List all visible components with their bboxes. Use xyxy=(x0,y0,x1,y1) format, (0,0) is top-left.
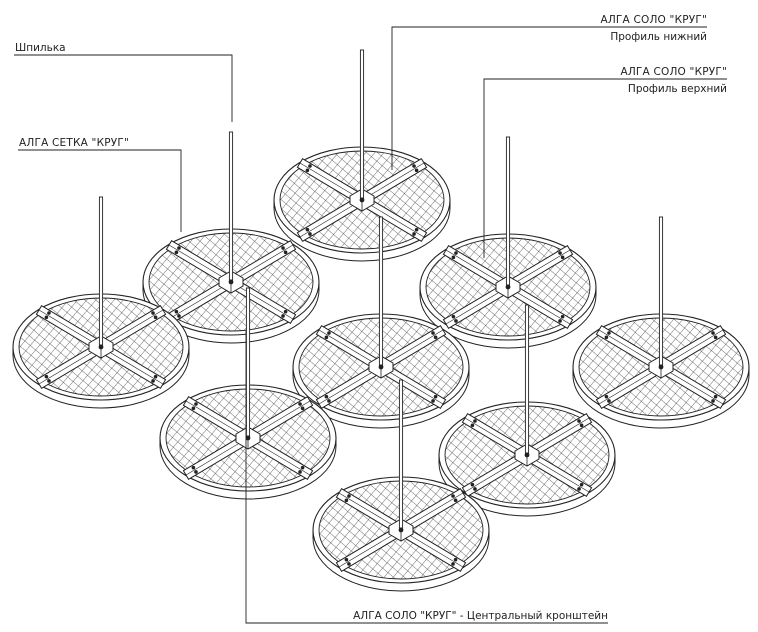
stud-rod xyxy=(398,379,404,529)
round-panel xyxy=(292,216,470,429)
stud-rod xyxy=(98,196,104,346)
leader-lines xyxy=(14,26,727,624)
leader-center-bracket xyxy=(245,330,608,624)
label-upper-profile-type: Профиль верхний xyxy=(628,83,727,95)
label-stud: Шпилька xyxy=(15,42,66,54)
labels: Шпилька АЛГА СЕТКА "КРУГ" АЛГА СОЛО "КРУ… xyxy=(15,14,727,622)
round-panels-group xyxy=(12,49,750,592)
label-lower-profile-name: АЛГА СОЛО "КРУГ" xyxy=(600,14,707,26)
round-panel xyxy=(12,196,190,409)
label-center-bracket: АЛГА СОЛО "КРУГ" - Центральный кронштейн xyxy=(353,610,608,622)
stud-rod xyxy=(524,304,530,454)
round-panel xyxy=(312,379,490,592)
leader-stud xyxy=(14,54,233,122)
label-lower-profile-type: Профиль нижний xyxy=(610,31,707,43)
round-panel xyxy=(159,287,337,500)
label-mesh-panel: АЛГА СЕТКА "КРУГ" xyxy=(19,137,129,149)
leader-lower-profile xyxy=(391,26,707,170)
stud-rod xyxy=(245,287,251,437)
leader-upper-profile xyxy=(483,78,727,258)
stud-rod xyxy=(378,216,384,366)
stud-rod xyxy=(658,216,664,366)
stud-rod xyxy=(228,131,234,281)
stud-rod xyxy=(505,136,511,286)
leader-mesh xyxy=(18,149,182,232)
round-panel xyxy=(142,131,320,344)
stud-rod xyxy=(359,49,365,199)
round-panel xyxy=(438,304,616,517)
round-panel xyxy=(419,136,597,349)
label-upper-profile-name: АЛГА СОЛО "КРУГ" xyxy=(620,66,727,78)
round-panel xyxy=(572,216,750,429)
round-panel xyxy=(273,49,451,262)
